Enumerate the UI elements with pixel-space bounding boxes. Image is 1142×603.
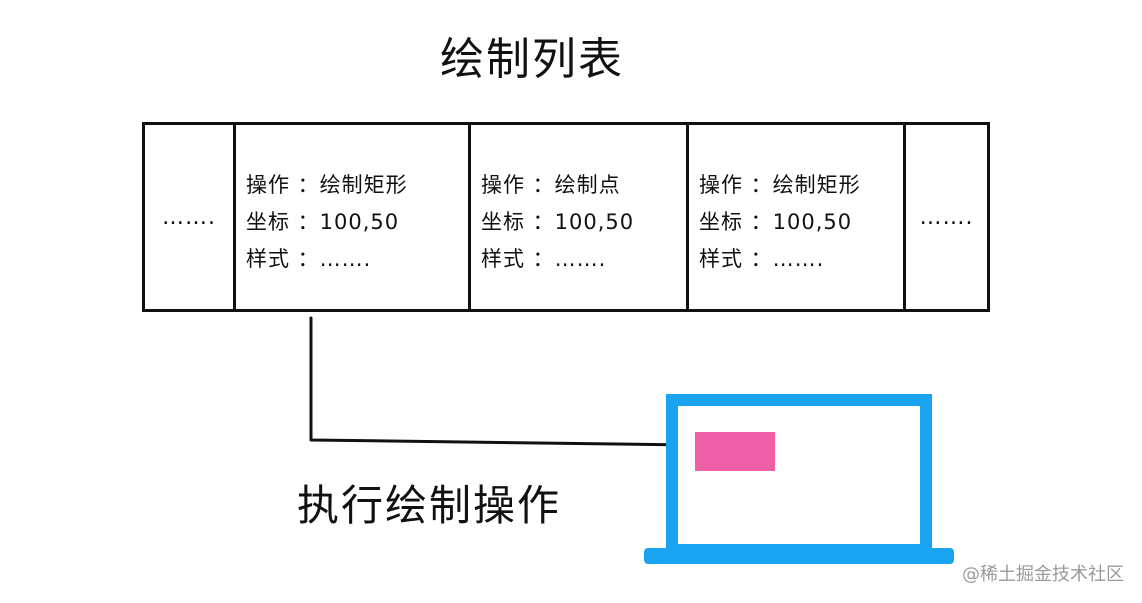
- execute-draw-label: 执行绘制操作: [297, 481, 562, 530]
- ellipsis-right-text: …….: [919, 204, 974, 230]
- diagram-title: 绘制列表: [440, 34, 624, 85]
- op-3-style: 样式 ：…….: [699, 247, 825, 271]
- drawn-rectangle: [695, 432, 775, 471]
- watermark-text: @稀土掘金技术社区: [962, 564, 1124, 585]
- op-1-coordinates: 坐标 ：100,50: [246, 210, 400, 234]
- ellipsis-left-text: …….: [162, 204, 216, 230]
- op-1-operation: 操作 ：绘制矩形: [246, 173, 408, 197]
- screen-frame: [666, 394, 932, 556]
- list-cell-op-2: 操作 ：绘制点 坐标 ：100,50 样式 ：…….: [468, 125, 686, 309]
- op-3-operation: 操作 ：绘制矩形: [699, 173, 861, 197]
- op-2-coordinates: 坐标 ：100,50: [481, 210, 635, 234]
- list-cell-ellipsis-left: …….: [145, 125, 233, 309]
- op-3-coordinates: 坐标 ：100,50: [699, 210, 853, 234]
- laptop-base: [644, 548, 954, 564]
- list-cell-op-3: 操作 ：绘制矩形 坐标 ：100,50 样式 ：…….: [686, 125, 903, 309]
- list-cell-ellipsis-right: …….: [903, 125, 987, 309]
- execution-arrow-line: [309, 316, 692, 447]
- op-2-style: 样式 ：…….: [481, 247, 607, 271]
- draw-list: ……. 操作 ：绘制矩形 坐标 ：100,50 样式 ：……. 操作 ：绘制点 …: [142, 122, 990, 312]
- op-2-operation: 操作 ：绘制点: [481, 173, 621, 197]
- op-1-style: 样式 ：…….: [246, 247, 372, 271]
- list-cell-op-1: 操作 ：绘制矩形 坐标 ：100,50 样式 ：…….: [233, 125, 468, 309]
